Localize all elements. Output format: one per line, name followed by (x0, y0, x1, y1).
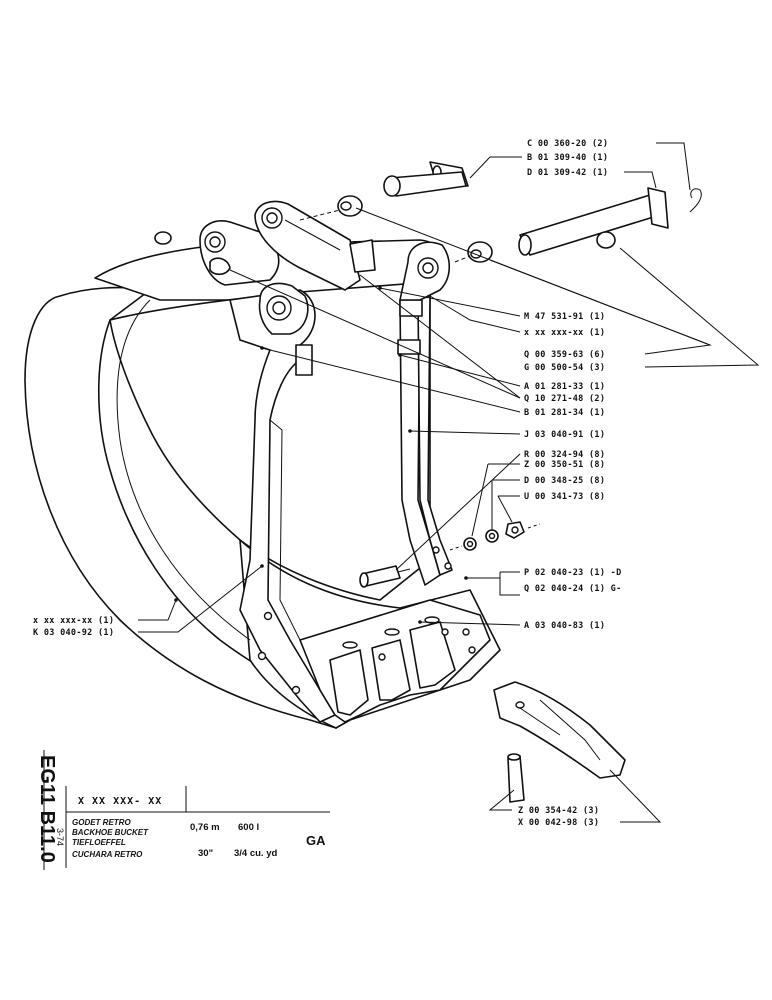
callout-c12: R 00 324-94 (8) (524, 450, 605, 460)
callout-c19: x xx xxx-xx (1) (33, 616, 114, 626)
rear-stiffener-plate (397, 295, 453, 586)
tb-number: X XX XXX- XX (78, 796, 162, 807)
tb-name-fr: GODET RETRO (72, 818, 131, 827)
callout-c13: Z 00 350-51 (8) (524, 460, 605, 470)
pin-assembly-lower (454, 187, 669, 263)
tb-name-en: BACKHOE BUCKET (72, 828, 149, 837)
rear-ear (349, 239, 451, 301)
callout-c2: B 01 309-40 (1) (527, 153, 608, 163)
center-link-boss (258, 282, 313, 376)
callout-c14: D 00 348-25 (8) (524, 476, 605, 486)
top-ear-rear (254, 200, 361, 291)
callout-c22: X 00 042-98 (3) (518, 818, 599, 828)
title-block: EG11 B11.0 3-74 X XX XXX- XX GODET RETRO… (36, 750, 330, 870)
callout-c9: Q 10 271-48 (2) (524, 394, 605, 404)
callout-c15: U 00 341-73 (8) (524, 492, 605, 502)
callout-c3: D 01 309-42 (1) (527, 168, 608, 178)
callout-c16: P 02 040-23 (1) -D (524, 568, 622, 578)
tb-width-m: 0,76 m (190, 822, 220, 833)
callout-c17: Q 02 040-24 (1) G- (524, 584, 622, 594)
tb-name-es: CUCHARA RETRO (72, 850, 143, 859)
hinge-stubs (154, 231, 231, 276)
cotter-pin (689, 188, 702, 213)
callout-c1: C 00 360-20 (2) (527, 139, 608, 149)
tb-variant: GA (306, 833, 326, 848)
leader-dots (174, 286, 468, 624)
callout-c18: A 03 040-83 (1) (524, 621, 605, 631)
callout-c4: M 47 531-91 (1) (524, 312, 605, 322)
callout-c6: Q 00 359-63 (6) (524, 350, 605, 360)
front-lug-plate (229, 289, 336, 723)
tb-name-de: TIEFLOEFFEL (72, 838, 126, 847)
callout-c11: J 03 040-91 (1) (524, 430, 605, 440)
tb-width-in: 30" (198, 848, 213, 859)
pin-assembly-upper (299, 161, 469, 221)
leader-lines (138, 142, 760, 823)
callout-c21: Z 00 354-42 (3) (518, 806, 599, 816)
cutting-edge-lip (299, 546, 491, 723)
callout-c5: x xx xxx-xx (1) (524, 328, 605, 338)
sheet-code: EG11 B11.0 (36, 755, 58, 863)
tooth-retaining-pin (507, 753, 525, 803)
callout-c7: G 00 500-54 (3) (524, 363, 605, 373)
tb-capacity-yd: 3/4 cu. yd (234, 848, 277, 859)
callout-c8: A 01 281-33 (1) (524, 382, 605, 392)
callout-c10: B 01 281-34 (1) (524, 408, 605, 418)
tb-capacity-l: 600 l (238, 822, 259, 833)
callout-c20: K 03 040-92 (1) (33, 628, 114, 638)
bucket-tooth (493, 681, 626, 779)
sheet-date: 3-74 (55, 828, 65, 846)
callout-labels: C 00 360-20 (2) B 01 309-40 (1) D 01 309… (33, 139, 622, 828)
